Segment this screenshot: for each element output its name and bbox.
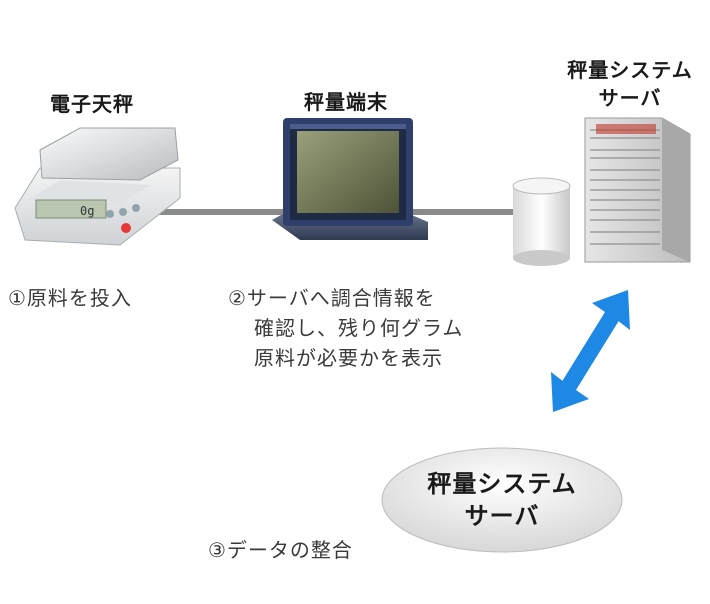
cloud-label-line2: サーバ xyxy=(464,502,540,530)
terminal-icon xyxy=(272,118,428,240)
scale-title: 電子天秤 xyxy=(50,92,134,116)
terminal-title: 秤量端末 xyxy=(304,90,388,114)
cloud-shape xyxy=(381,447,623,553)
cloud-label: 秤量システム サーバ xyxy=(392,468,612,532)
double-arrow-icon xyxy=(551,290,630,412)
step2-label: ②サーバへ調合情報を 確認し、残り何グラム 原料が必要かを表示 xyxy=(228,283,528,373)
scale-icon: 0g xyxy=(14,127,181,246)
server-rack-icon xyxy=(584,117,691,263)
step2-line3: 原料が必要かを表示 xyxy=(254,346,443,370)
server-title-line1: 秤量システム xyxy=(567,58,693,82)
step3-label: ③データの整合 xyxy=(208,538,353,562)
step2-line1: ②サーバへ調合情報を xyxy=(228,286,436,310)
database-icon xyxy=(512,177,571,266)
scale-display-text: 0g xyxy=(80,204,94,218)
server-title-line2: サーバ xyxy=(598,86,662,110)
cloud-label-line1: 秤量システム xyxy=(427,470,577,498)
step1-label: ①原料を投入 xyxy=(8,286,132,310)
step2-line2: 確認し、残り何グラム xyxy=(254,316,464,340)
server-title: 秤量システム サーバ xyxy=(545,56,710,112)
